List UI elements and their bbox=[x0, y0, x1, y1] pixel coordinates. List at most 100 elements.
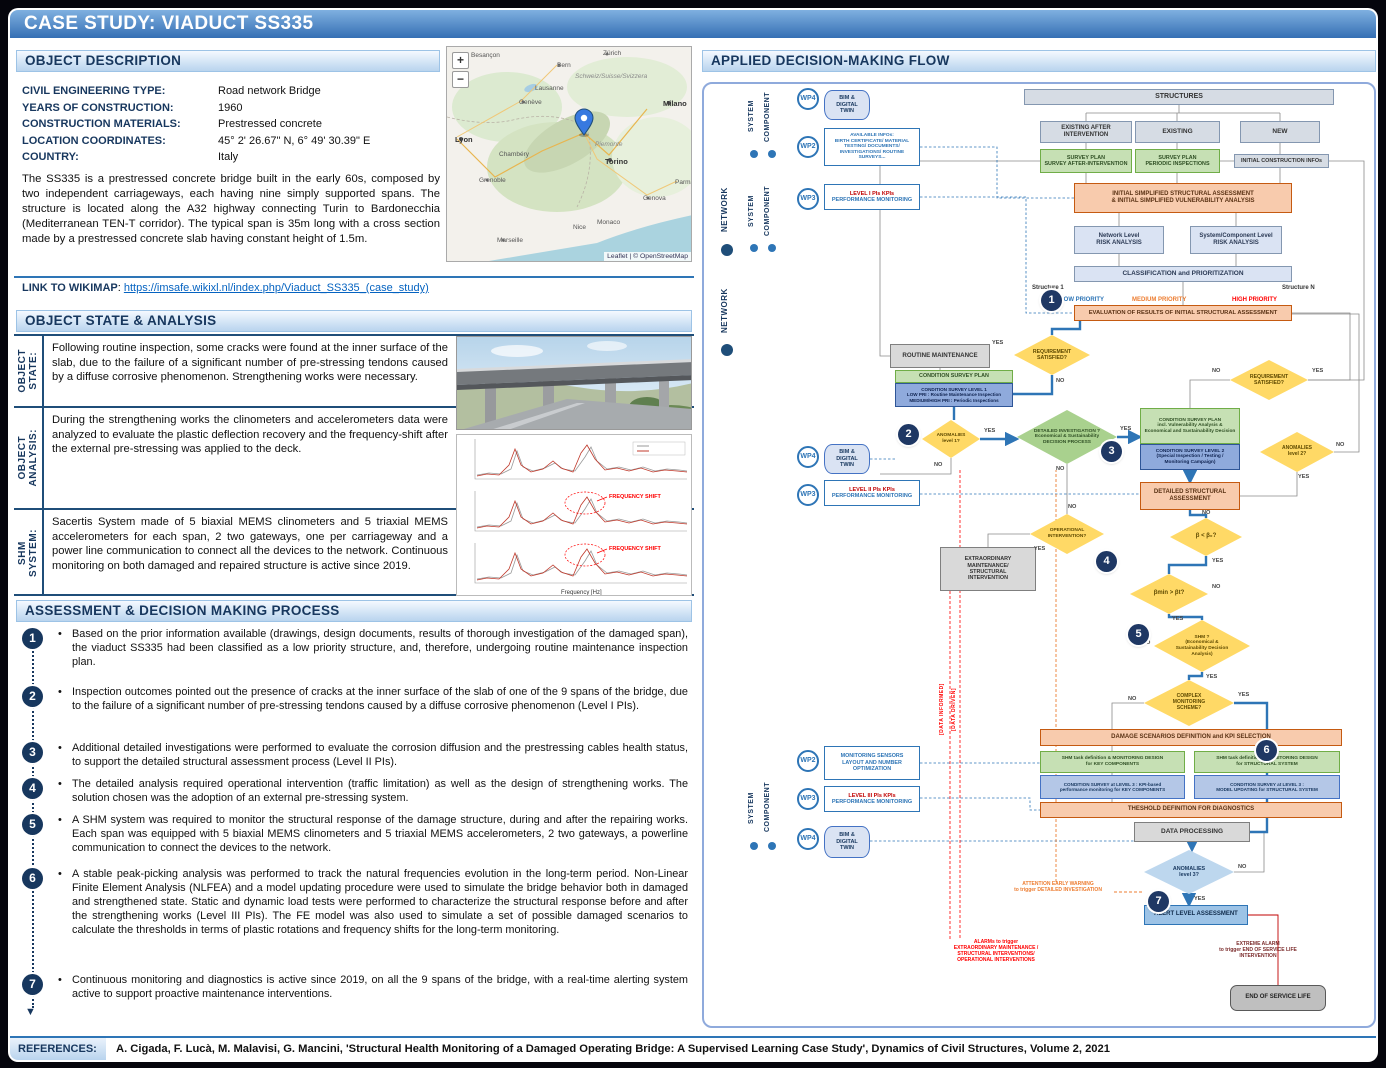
step-text: Additional detailed investigations were … bbox=[72, 742, 688, 768]
yes-label-10: YES bbox=[1238, 692, 1250, 698]
data-informed-label: [DATA INFORMED] bbox=[939, 683, 945, 735]
no-label-6: NO bbox=[1068, 504, 1077, 510]
state-row: OBJECT ANALYSIS:During the strengthening… bbox=[14, 408, 694, 510]
map-city-label: Zürich bbox=[603, 50, 622, 57]
step-number-badge: 7 bbox=[22, 974, 43, 995]
no-label-9: NO bbox=[1142, 640, 1151, 646]
step-text: Based on the prior information available… bbox=[72, 628, 688, 668]
system-risk-box: System/Component Level RISK ANALYSIS bbox=[1190, 226, 1282, 254]
data-processing-box: DATA PROCESSING bbox=[1134, 822, 1250, 842]
step-text: The detailed analysis required operation… bbox=[72, 778, 688, 804]
field-label: YEARS OF CONSTRUCTION: bbox=[22, 101, 174, 114]
section-title-object-description: OBJECT DESCRIPTION bbox=[16, 50, 440, 72]
map-city-label: Lyon bbox=[455, 135, 473, 144]
references-label: REFERENCES: bbox=[10, 1038, 106, 1060]
map-city-label: Monaco bbox=[597, 219, 621, 226]
field-row: LOCATION COORDINATES: 45° 2' 26.67" N, 6°… bbox=[22, 134, 370, 149]
step-circle-7: 7 bbox=[1148, 891, 1169, 912]
step-number-badge: 6 bbox=[22, 868, 43, 889]
bim-digital-twin-1: BIM & DIGITAL TWIN bbox=[824, 90, 870, 120]
frequency-shift-annotation-1: FREQUENCY SHIFT bbox=[609, 494, 661, 500]
available-infos-box: AVAILABLE INFOs: BIRTH CERTIFICATE/ MATE… bbox=[824, 128, 920, 166]
section-title-flow: APPLIED DECISION-MAKING FLOW bbox=[702, 50, 1376, 72]
existing-after-intervention-box: EXISTING AFTER INTERVENTION bbox=[1040, 121, 1132, 143]
left-panel: OBJECT DESCRIPTION CIVIL ENGINEERING TYP… bbox=[14, 44, 694, 1036]
no-label-5: NO bbox=[1336, 442, 1345, 448]
bridge-photo bbox=[456, 336, 692, 430]
state-row-label: OBJECT ANALYSIS: bbox=[14, 408, 44, 508]
bullet-icon: • bbox=[58, 686, 62, 698]
references-bar: REFERENCES: A. Cigada, F. Lucà, M. Malav… bbox=[10, 1036, 1376, 1060]
rail-dot-2c bbox=[768, 244, 776, 252]
frequency-shift-annotation-2: FREQUENCY SHIFT bbox=[609, 546, 661, 552]
bim-digital-twin-2: BIM & DIGITAL TWIN bbox=[824, 444, 870, 474]
map-attribution: Leaflet | © OpenStreetMap bbox=[604, 252, 691, 261]
attention-early-warning-label: ATTENTION EARLY WARNING to trigger DETAI… bbox=[1014, 881, 1102, 893]
yes-label-8: YES bbox=[1172, 616, 1184, 622]
bullet-icon: • bbox=[58, 868, 62, 880]
field-value: 45° 2' 26.67" N, 6° 49' 30.39" E bbox=[218, 134, 371, 147]
field-value: Prestressed concrete bbox=[218, 118, 322, 130]
no-label-8: NO bbox=[1212, 584, 1221, 590]
field-label: LOCATION COORDINATES: bbox=[22, 134, 166, 147]
rail-dot-4b bbox=[768, 842, 776, 850]
map-city-label: Marseille bbox=[497, 237, 524, 244]
map-city-label: Bern bbox=[557, 62, 571, 69]
map-city-label: Parma bbox=[675, 179, 691, 186]
bullet-icon: • bbox=[58, 814, 62, 826]
map-city-label: Torino bbox=[605, 157, 628, 166]
structure-1-label: Structure 1 bbox=[1032, 285, 1064, 291]
wp3-badge-2: WP3 bbox=[797, 484, 819, 506]
step-text: A SHM system was required to monitor the… bbox=[72, 814, 688, 854]
medium-priority-label: MEDIUM PRIORITY bbox=[1132, 297, 1187, 303]
state-row-label: OBJECT STATE: bbox=[14, 336, 44, 406]
rail-component-1: COMPONENT bbox=[764, 92, 771, 142]
structures-box: STRUCTURES bbox=[1024, 89, 1334, 105]
structure-n-label: Structure N bbox=[1282, 285, 1315, 291]
no-label-3: NO bbox=[934, 462, 943, 468]
field-row: CIVIL ENGINEERING TYPE:Road network Brid… bbox=[22, 84, 321, 99]
step-circle-2: 2 bbox=[898, 424, 919, 445]
wikimap-link[interactable]: https://imsafe.wikixl.nl/index.php/Viadu… bbox=[123, 282, 429, 294]
initial-assessment-box: INITIAL SIMPLIFIED STRUCTURAL ASSESSMENT… bbox=[1074, 183, 1292, 213]
condition-survey-plan-2-box: CONDITION SURVEY PLAN incl. Vulnerabilit… bbox=[1140, 408, 1240, 444]
yes-label-4: YES bbox=[1120, 426, 1132, 432]
no-label-7: NO bbox=[1202, 510, 1211, 516]
section-title-assessment: ASSESSMENT & DECISION MAKING PROCESS bbox=[16, 600, 692, 622]
map-city-label: Lausanne bbox=[535, 85, 564, 92]
no-label-4: NO bbox=[1056, 466, 1065, 472]
map-city-label: Chambéry bbox=[499, 151, 529, 158]
no-label-1: NO bbox=[1056, 378, 1065, 384]
step-number-badge: 4 bbox=[22, 778, 43, 799]
bullet-icon: • bbox=[58, 974, 62, 986]
evaluation-box: EVALUATION OF RESULTS OF INITIAL STRUCTU… bbox=[1074, 305, 1292, 321]
yes-label-3: YES bbox=[984, 428, 996, 434]
bullet-icon: • bbox=[58, 628, 62, 640]
map-graphic bbox=[447, 47, 691, 261]
state-row-text: Sacertis System made of 5 biaxial MEMS c… bbox=[52, 516, 448, 572]
map-zoom-in-button[interactable]: + bbox=[452, 52, 469, 69]
rail-component-2: COMPONENT bbox=[764, 186, 771, 236]
map-city-label: Grenoble bbox=[479, 177, 506, 184]
extraordinary-maintenance-box: EXTRAORDINARY MAINTENANCE/ STRUCTURAL IN… bbox=[940, 547, 1036, 591]
map-city-label: Besançon bbox=[471, 52, 500, 59]
map-city-label: Genova bbox=[643, 195, 666, 202]
rail-dot-1b bbox=[768, 150, 776, 158]
field-value: Italy bbox=[218, 151, 239, 163]
condition-survey-level-1-box: CONDITION SURVEY LEVEL 1 LOW PRI : Routi… bbox=[895, 383, 1013, 407]
field-row: YEARS OF CONSTRUCTION:1960 bbox=[22, 101, 242, 116]
existing-box: EXISTING bbox=[1135, 121, 1220, 143]
rail-system-4: SYSTEM bbox=[748, 792, 755, 824]
damage-scenarios-box: DAMAGE SCENARIOS DEFINITION and KPI SELE… bbox=[1040, 729, 1342, 746]
map-zoom-out-button[interactable]: − bbox=[452, 71, 469, 88]
new-box: NEW bbox=[1240, 121, 1320, 143]
state-row-text: Following routine inspection, some crack… bbox=[52, 342, 448, 384]
wp2-badge-1: WP2 bbox=[797, 136, 819, 158]
network-risk-box: Network Level RISK ANALYSIS bbox=[1074, 226, 1164, 254]
frequency-plots: FREQUENCY SHIFT FREQUENCY SHIFT Frequenc… bbox=[456, 434, 692, 596]
step-circle-1: 1 bbox=[1041, 290, 1062, 311]
